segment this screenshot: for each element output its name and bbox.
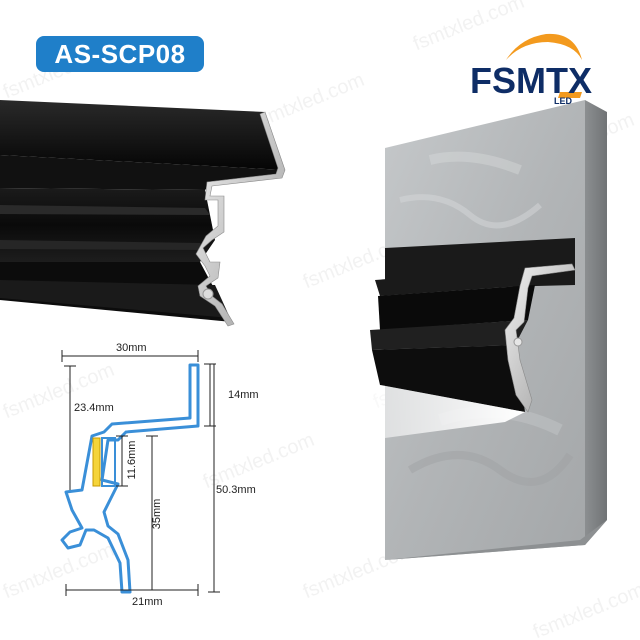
dimension-label-11-6mm: 11.6mm [126, 440, 138, 480]
profile-3d-installed [370, 263, 576, 413]
model-badge: AS-SCP08 [36, 36, 204, 72]
profile-3d-large [0, 100, 286, 327]
dimension-label-30mm: 30mm [116, 342, 147, 354]
dimension-label-35mm: 35mm [151, 498, 163, 530]
dimension-lines [61, 350, 220, 596]
dimension-label-23-4mm: 23.4mm [74, 402, 114, 414]
light-beam [280, 385, 525, 438]
dimension-label-50-3mm: 50.3mm [216, 484, 256, 496]
dimension-label-14mm: 14mm [228, 389, 259, 401]
logo-subtext: LED [554, 96, 572, 106]
cross-section-profile [60, 363, 200, 594]
logo-mark [506, 33, 582, 98]
logo-text: FSMTX [470, 60, 592, 101]
dimension-label-21mm: 21mm [132, 596, 163, 608]
